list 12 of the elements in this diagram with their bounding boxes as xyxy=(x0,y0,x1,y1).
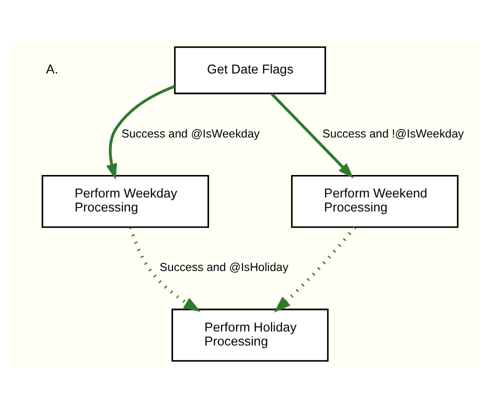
edge-label: Success and @IsWeekday xyxy=(122,128,260,140)
node-box: Perform Holiday Processing xyxy=(172,308,329,362)
edge-label: Success and @IsHoliday xyxy=(160,262,288,274)
edge-label: Success and !@IsWeekday xyxy=(322,128,464,140)
node-box: Get Date Flags xyxy=(174,46,326,94)
node-box: Perform Weekend Processing xyxy=(291,174,458,228)
node-box: Perform Weekday Processing xyxy=(42,174,210,228)
arrow xyxy=(129,227,201,312)
label: A. xyxy=(46,62,58,76)
arrow xyxy=(270,92,354,178)
arrow xyxy=(106,85,176,180)
arrow xyxy=(274,226,356,313)
